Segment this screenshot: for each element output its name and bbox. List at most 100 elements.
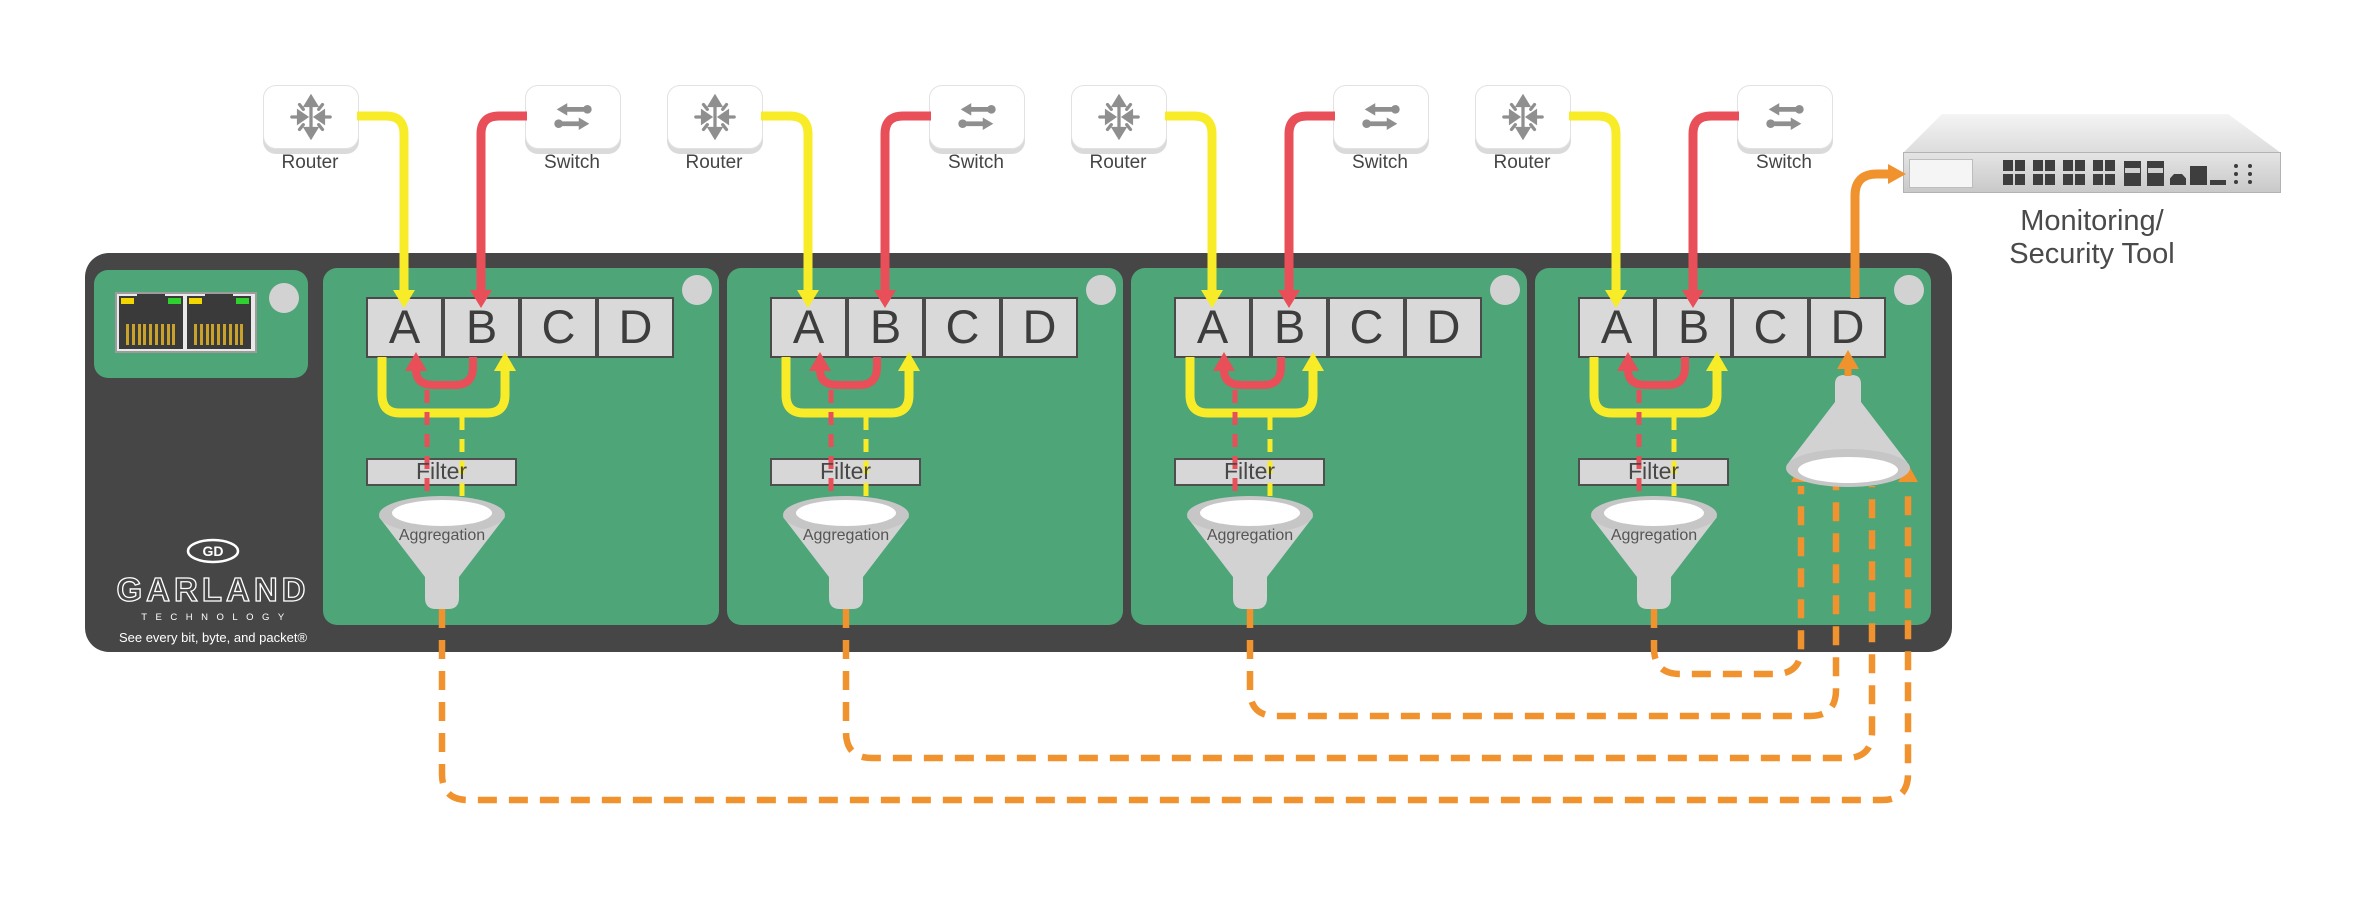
port-label: B xyxy=(1273,300,1306,353)
passthrough-red-arrowhead xyxy=(809,352,831,371)
rj45-pin xyxy=(155,324,158,345)
svg-text:GD: GD xyxy=(203,543,224,559)
source-label: Router xyxy=(685,152,743,173)
tool-sfp-slot xyxy=(2147,161,2164,186)
source-switch-card xyxy=(1333,85,1429,149)
switch-link-line xyxy=(476,111,527,290)
source-router-card xyxy=(1071,85,1167,149)
collector-funnel-mouth xyxy=(1798,457,1898,483)
source-label: Switch xyxy=(1352,152,1408,173)
tool-rj45-port xyxy=(2075,160,2085,171)
tool-led-column xyxy=(2248,164,2252,184)
filter-box: Filter xyxy=(1174,458,1325,486)
brand-tagline: See every bit, byte, and packet® xyxy=(118,630,308,645)
brand-name: GARLAND xyxy=(116,570,310,608)
passthrough-yellow-line xyxy=(377,357,510,418)
link-led-yellow xyxy=(189,298,202,304)
tool-led xyxy=(2234,180,2238,184)
switch-link-line xyxy=(880,111,931,290)
tool-rj45-port xyxy=(2093,160,2103,171)
port-label: A xyxy=(1600,300,1633,353)
ethernet-port xyxy=(119,294,183,349)
passthrough-yellow-line xyxy=(1185,357,1318,418)
link-led-green xyxy=(236,298,249,304)
tool-led xyxy=(2248,164,2252,168)
port-label: C xyxy=(1753,300,1788,353)
rj45-pin xyxy=(240,324,244,345)
tool-led xyxy=(2234,164,2238,168)
port-box-a: A xyxy=(770,297,847,358)
collector-to-d-arrowhead xyxy=(1837,350,1859,369)
port-box-c: C xyxy=(520,297,597,358)
router-link-arrowhead xyxy=(1201,290,1223,308)
brand-subtitle: TECHNOLOGY xyxy=(141,612,293,623)
rj45-pin xyxy=(228,324,232,345)
tool-rj45-port xyxy=(2093,174,2103,185)
tool-rj45-port xyxy=(2015,160,2025,171)
passthrough-red-arrowhead xyxy=(1617,352,1639,371)
passthrough-yellow-line xyxy=(781,357,914,418)
aggregation-label: Aggregation xyxy=(1610,527,1698,544)
port-label: D xyxy=(618,300,653,353)
filter-box: Filter xyxy=(366,458,517,486)
monitoring-tool-label: Monitoring/ Security Tool xyxy=(1932,205,2252,271)
tool-rj45-group xyxy=(2003,160,2025,185)
port-box-b: B xyxy=(1655,297,1732,358)
rj45-pin xyxy=(137,324,141,345)
aggregation-funnel-mouth xyxy=(1200,500,1300,526)
port-box-c: C xyxy=(924,297,1001,358)
passthrough-red-line xyxy=(412,357,477,389)
port-box-d: D xyxy=(1405,297,1482,358)
rj45-pin xyxy=(199,324,203,345)
passthrough-yellow-arrowhead xyxy=(1302,352,1324,371)
router-link-line xyxy=(1569,111,1621,290)
port-label: C xyxy=(1349,300,1384,353)
tool-rj45-port xyxy=(2105,160,2115,171)
passthrough-red-line xyxy=(816,357,881,389)
port-box-c: C xyxy=(1732,297,1809,358)
tool-rj45-group xyxy=(2063,160,2085,185)
port-box-b: B xyxy=(1251,297,1328,358)
source-router-card xyxy=(263,85,359,149)
aggregation-funnel-mouth xyxy=(796,500,896,526)
port-label: A xyxy=(792,300,825,353)
tool-sfp-slot xyxy=(2124,161,2141,186)
source-label: Router xyxy=(1089,152,1147,173)
tool-rj45-group xyxy=(2093,160,2115,185)
tool-rj45-port xyxy=(2003,174,2013,185)
passthrough-red-arrowhead xyxy=(1213,352,1235,371)
port-box-b: B xyxy=(443,297,520,358)
passthrough-red-line xyxy=(1624,357,1689,389)
filter-label: Filter xyxy=(415,458,468,484)
router-icon xyxy=(1098,94,1140,140)
port-box-d: D xyxy=(1001,297,1078,358)
filter-label: Filter xyxy=(819,458,872,484)
source-label: Router xyxy=(1493,152,1551,173)
passthrough-red-arrowhead xyxy=(405,352,427,371)
aggregation-funnel xyxy=(1591,517,1717,609)
tool-rj45-port xyxy=(2105,174,2115,185)
aggregation-funnel-mouth xyxy=(1604,500,1704,526)
brand-logo: GD GARLAND TECHNOLOGY See every bit, byt… xyxy=(103,538,323,645)
sfp-stripe xyxy=(2125,168,2140,173)
aggregation-funnel xyxy=(783,517,909,609)
router-link-arrowhead xyxy=(393,290,415,308)
filter-box: Filter xyxy=(770,458,921,486)
ethernet-port xyxy=(187,294,251,349)
port-label: D xyxy=(1022,300,1057,353)
switch-icon xyxy=(554,103,592,130)
switch-link-arrowhead xyxy=(874,290,896,308)
tool-rj45-port xyxy=(2045,160,2055,171)
port-label: B xyxy=(869,300,902,353)
port-label: D xyxy=(1830,300,1865,353)
source-router-card xyxy=(1475,85,1571,149)
passthrough-yellow-line xyxy=(1589,357,1722,418)
port-label: C xyxy=(541,300,576,353)
rj45-pin xyxy=(143,324,147,345)
port-box-a: A xyxy=(1578,297,1655,358)
aggregated-route-dashed xyxy=(438,486,1912,804)
tool-rj45-port xyxy=(2063,160,2073,171)
